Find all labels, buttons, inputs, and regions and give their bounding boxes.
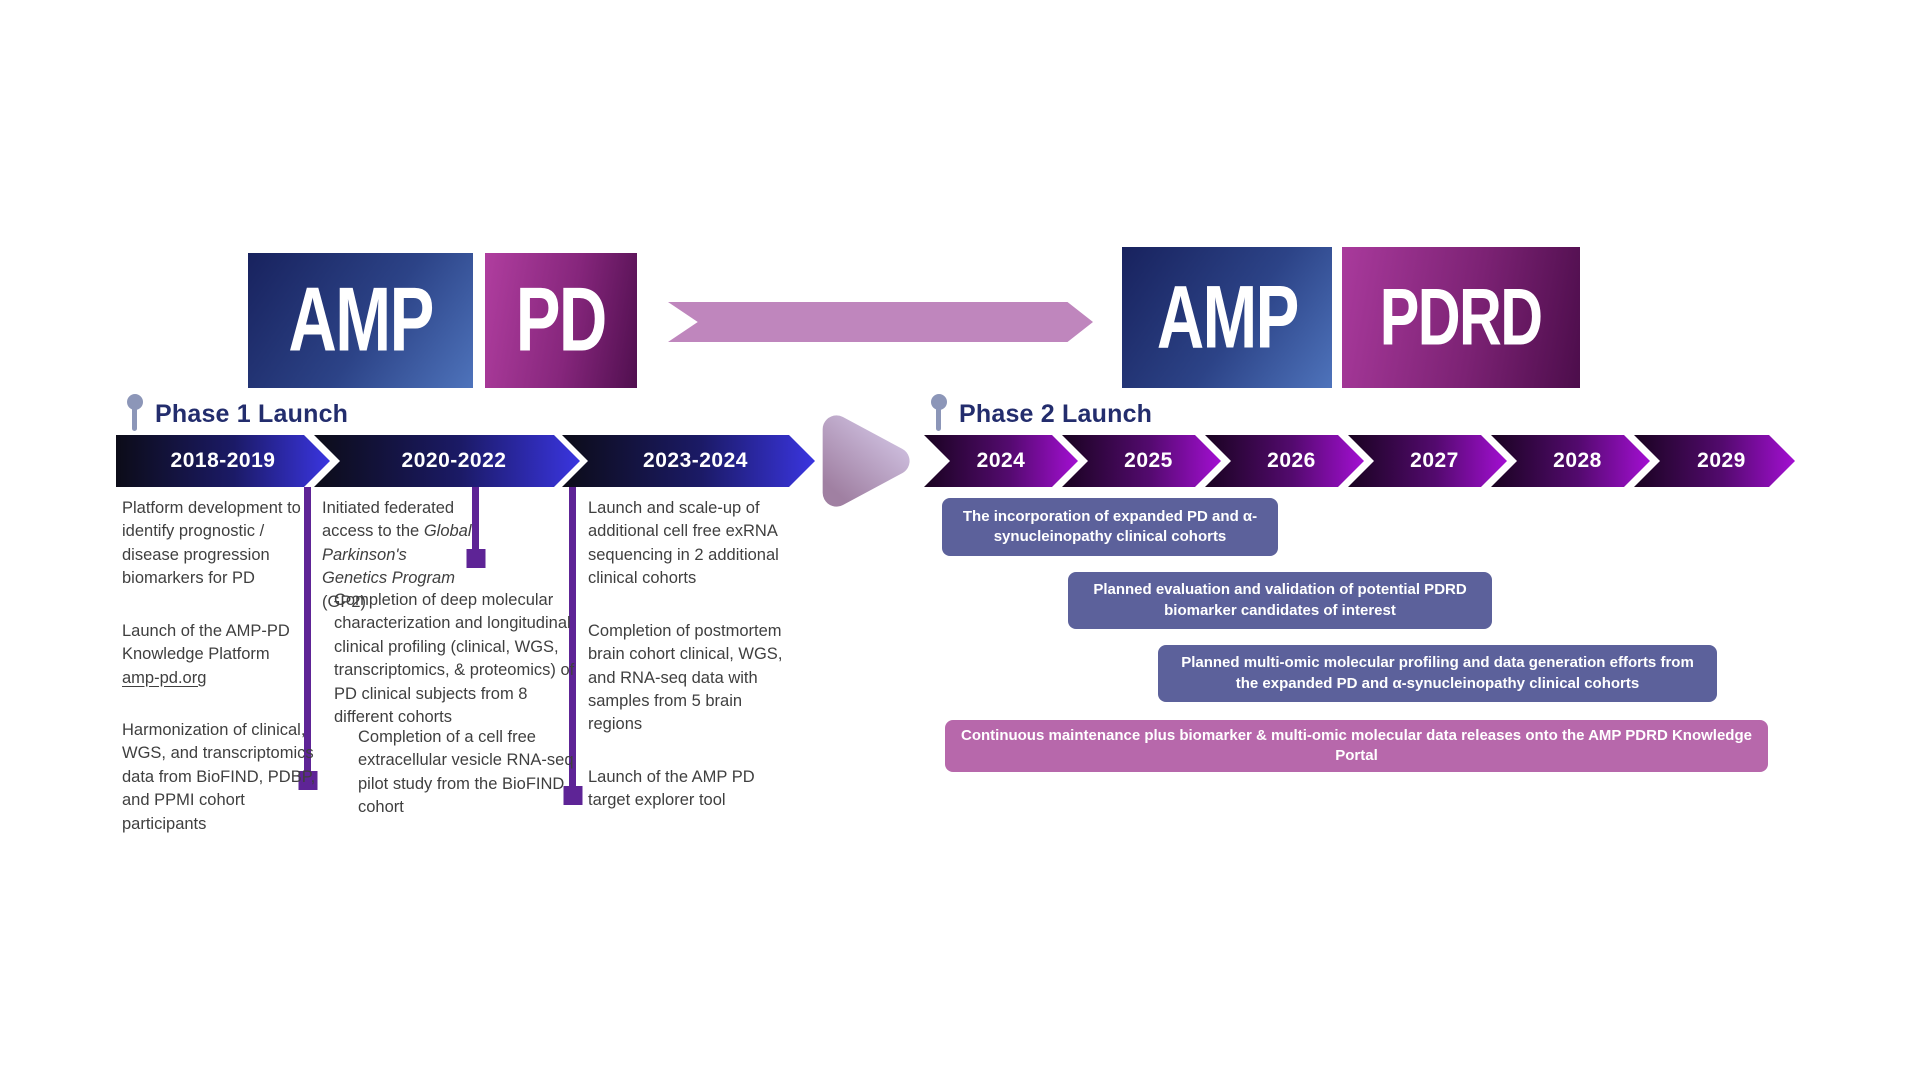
timeline-segment-2029: 2029 [1634, 435, 1795, 487]
amp-logo-text-2: AMP [1156, 267, 1299, 367]
milestone-marker [466, 549, 485, 568]
year-label: 2027 [1410, 449, 1459, 472]
period-label: 2018-2019 [170, 449, 276, 472]
milestone-connector-line [298, 487, 317, 790]
transition-arrow-icon [668, 302, 1093, 342]
phase2-header: Phase 2 Launch [930, 394, 1152, 432]
milestone-text: Launch of the AMP-PD Knowledge Platform … [122, 620, 318, 690]
bar-text: Planned evaluation and validation of pot… [1093, 581, 1467, 619]
pd-logo-text: PD [515, 269, 608, 371]
timeline-segment-2024: 2024 [924, 435, 1078, 487]
milestone-text: Launch of the AMP PD target explorer too… [588, 767, 755, 810]
timeline-segment-2027: 2027 [1348, 435, 1507, 487]
phase1-header: Phase 1 Launch [126, 394, 348, 432]
timeline-segment-2026: 2026 [1205, 435, 1364, 487]
phase1-column-2018-2019: Platform development to identify prognos… [122, 497, 318, 865]
amp-pdrd-logo-amp-box: AMP [1122, 247, 1332, 388]
pdrd-logo-text: PDRD [1380, 272, 1543, 363]
phase2-bar-cohort-incorporation: The incorporation of expanded PD and α-s… [942, 498, 1278, 556]
map-pin-icon [126, 394, 143, 432]
milestone-text: Launch and scale-up of additional cell f… [588, 499, 779, 588]
milestone-marker [563, 786, 582, 805]
phase1-column-2020-2022-item1: Initiated federated access to the Global… [322, 497, 474, 614]
phase-transition-triangle-icon [822, 415, 910, 507]
timeline-segment-2025: 2025 [1062, 435, 1221, 487]
bar-text: The incorporation of expanded PD and α-s… [962, 507, 1258, 545]
period-label: 2023-2024 [643, 449, 748, 472]
amp-pd-logo-pd-box: PD [485, 253, 637, 388]
milestone-text-italic: Global Parkinson's Genetics Program [322, 522, 472, 588]
milestone-connector-line [466, 487, 485, 568]
year-label: 2025 [1124, 449, 1173, 472]
timeline-segment-2020-2022: 2020-2022 [314, 435, 580, 487]
phase2-timeline: 2024 2025 2026 2027 2028 2029 [924, 435, 1795, 487]
milestone-text: Completion of a cell free extracellular … [358, 728, 574, 817]
phase1-column-2023-2024: Launch and scale-up of additional cell f… [588, 497, 796, 842]
milestone-text-part: Launch of the AMP-PD Knowledge Platform [122, 621, 290, 664]
milestone-text-part: Initiated federated access to the [322, 499, 455, 541]
amp-pdrd-logo-pdrd-box: PDRD [1342, 247, 1580, 388]
milestone-text: Completion of postmortem brain cohort cl… [588, 621, 783, 734]
phase1-timeline: 2018-2019 2020-2022 2023-2024 [116, 435, 815, 487]
milestone-text: Completion of deep molecular characteriz… [334, 591, 575, 727]
amp-logo-text: AMP [288, 269, 434, 371]
phase1-column-2020-2022-item2: Completion of deep molecular characteriz… [334, 589, 584, 759]
amp-pd-org-link[interactable]: amp-pd.org [122, 668, 207, 687]
timeline-segment-2028: 2028 [1491, 435, 1650, 487]
timeline-segment-2023-2024: 2023-2024 [562, 435, 815, 487]
year-label: 2029 [1697, 449, 1746, 472]
phase2-bar-continuous-maintenance: Continuous maintenance plus biomarker & … [945, 720, 1768, 772]
phase2-title: Phase 2 Launch [959, 400, 1153, 428]
year-label: 2028 [1553, 449, 1602, 472]
year-label: 2026 [1267, 449, 1316, 472]
milestone-connector-line [563, 487, 582, 805]
phase1-column-2020-2022-item3: Completion of a cell free extracellular … [358, 726, 580, 849]
milestone-marker [298, 771, 317, 790]
milestone-text: Harmonization of clinical, WGS, and tran… [122, 720, 316, 833]
timeline-segment-2018-2019: 2018-2019 [116, 435, 330, 487]
phase2-bar-multiomic-profiling: Planned multi-omic molecular profiling a… [1158, 645, 1717, 702]
milestone-text-part: (GP2) [322, 592, 367, 611]
period-label: 2020-2022 [401, 449, 507, 472]
map-pin-icon [930, 394, 947, 432]
phase2-bar-biomarker-validation: Planned evaluation and validation of pot… [1068, 572, 1492, 629]
phase1-title: Phase 1 Launch [155, 400, 349, 428]
year-label: 2024 [976, 449, 1026, 472]
amp-pd-logo-amp-box: AMP [248, 253, 473, 388]
bar-text: Continuous maintenance plus biomarker & … [961, 726, 1752, 764]
milestone-text: Platform development to identify prognos… [122, 499, 301, 588]
bar-text: Planned multi-omic molecular profiling a… [1181, 654, 1694, 692]
